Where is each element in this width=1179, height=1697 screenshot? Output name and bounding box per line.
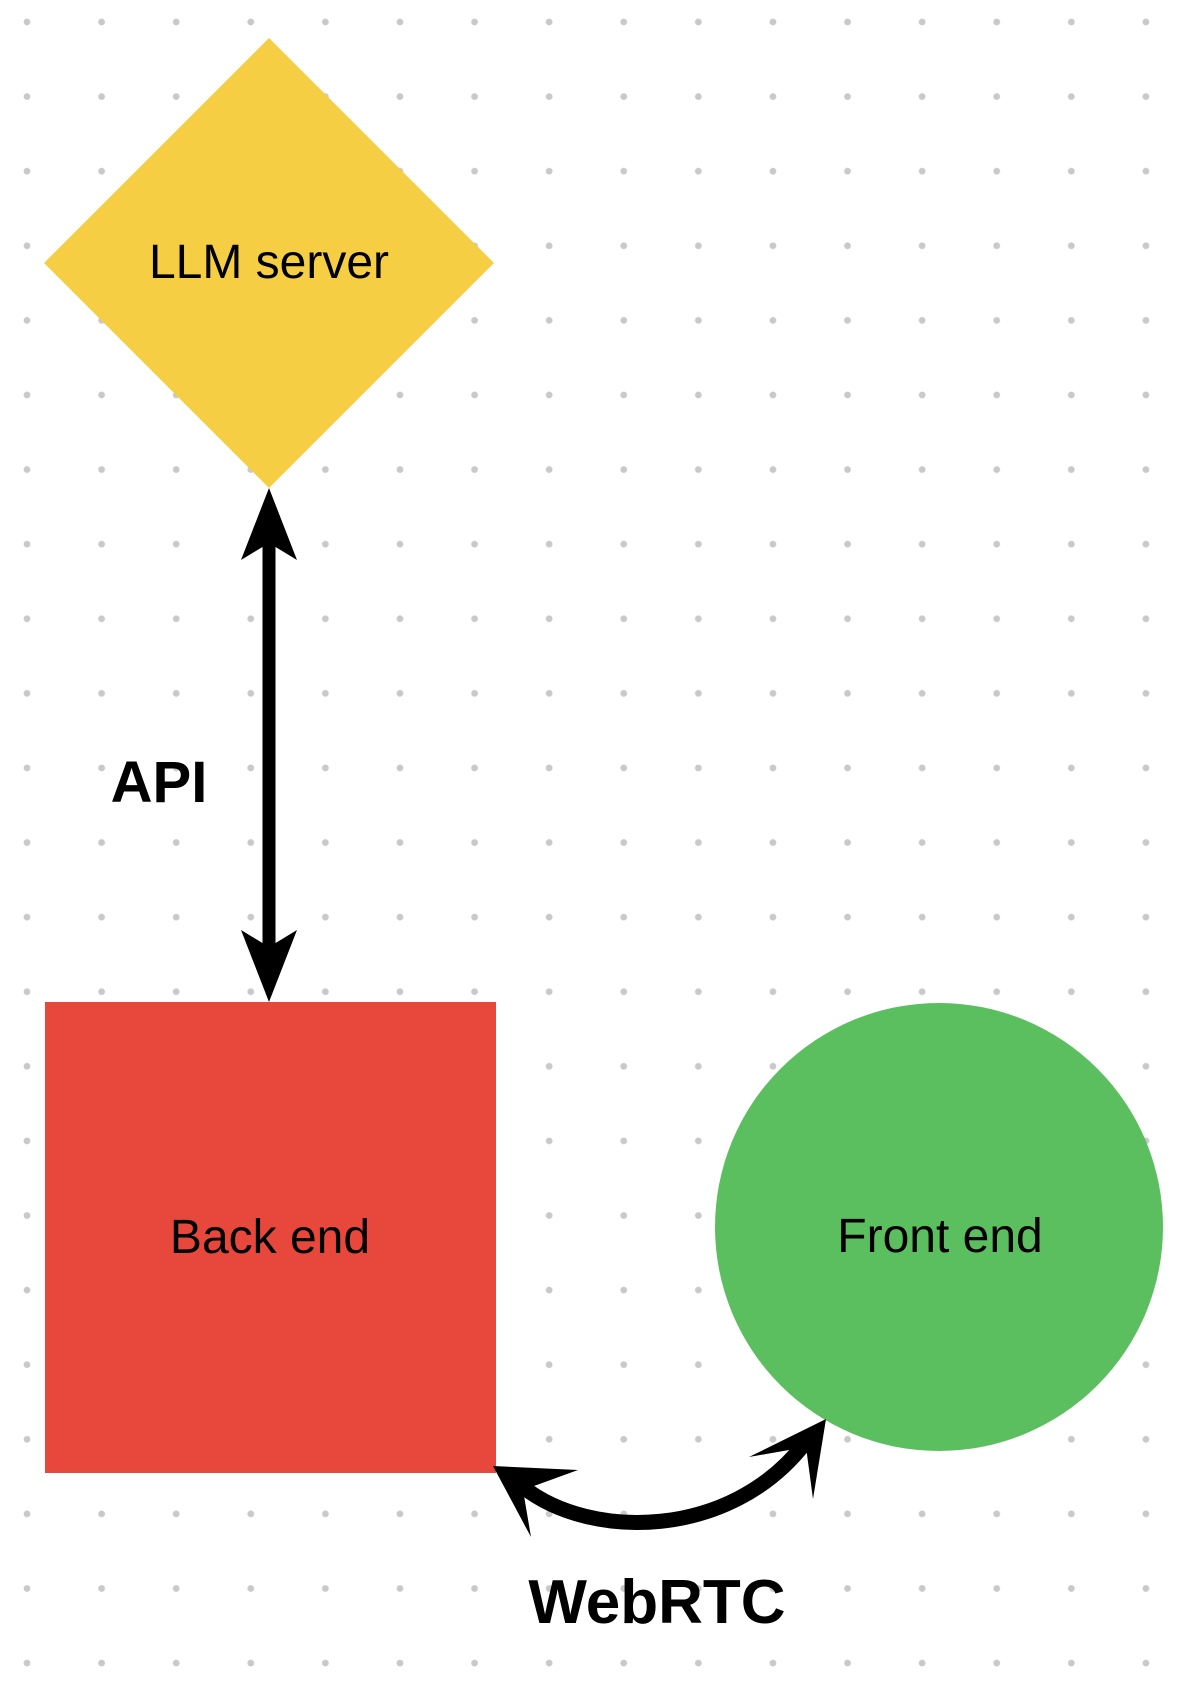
edge-webrtc-arrow[interactable] [493,1419,826,1537]
edge-api-arrow[interactable] [241,488,297,1002]
node-back-end-shape[interactable] [45,1002,496,1473]
node-front-end-shape[interactable] [715,1003,1163,1451]
node-llm-server-shape[interactable] [44,38,494,488]
node-label-llm-server: LLM server [148,236,390,289]
edge-label-api: API [110,750,208,815]
edge-label-webrtc: WebRTC [528,1568,786,1637]
node-label-front-end: Front end [837,1210,1043,1263]
node-label-back-end: Back end [169,1211,371,1264]
